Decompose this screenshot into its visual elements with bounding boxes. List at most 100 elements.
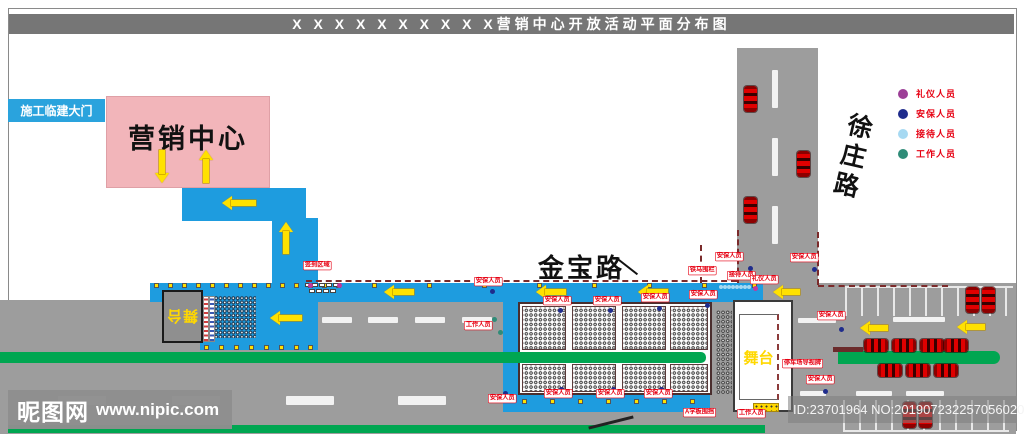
legend-item: 安保人员 [898,108,1018,119]
direction-arrow-left [957,320,985,334]
car-icon [797,151,810,177]
light-marker [294,345,299,350]
seat-block [622,364,666,392]
personnel-tag: 安保人员 [715,252,744,261]
signin-table [319,283,325,287]
light-marker [238,283,243,288]
green-strip-bottom [8,425,765,433]
direction-arrow-up [279,222,293,254]
personnel-tag: 安保人员 [644,389,673,398]
legend-item: 接待人员 [898,128,1018,139]
watermark-url: www.nipic.com [96,399,220,419]
light-marker [662,399,667,404]
road-lane-marking [286,396,334,405]
legend-item: 工作人员 [898,148,1018,159]
seat-block [572,364,616,392]
person-dot [657,306,662,311]
light-marker [224,283,229,288]
personnel-tag: 停车场导视牌 [782,359,823,368]
road-lane-marking [322,317,352,323]
barrier-fence-entrance [700,245,702,283]
construction-gate-label: 施工临建大门 [20,104,93,118]
light-marker [204,345,209,350]
car-icon [744,86,757,112]
personnel-tag: 工作人员 [737,409,766,418]
light-marker [634,399,639,404]
person-dot [839,327,844,332]
personnel-tag: 安保人员 [817,311,846,320]
light-marker [578,399,583,404]
watermark-logo: 昵图网 [17,398,89,425]
direction-arrow-left [222,196,256,210]
staff-bench [753,403,779,412]
car-icon [878,364,902,377]
person-dot [608,308,613,313]
person-dot [498,330,503,335]
direction-arrow-left [638,285,668,299]
road-lane-marking [906,391,944,396]
light-marker [702,283,707,288]
personnel-tag: 安保人员 [474,277,503,286]
person-dot [492,317,497,322]
person-dot [747,285,751,289]
person-dot [753,286,758,291]
direction-arrow-down [155,150,169,183]
car-icon [892,339,916,352]
person-dot [748,266,753,271]
person-dot [723,285,727,289]
light-marker [154,283,159,288]
light-marker [690,399,695,404]
road-lane-marking [772,70,778,108]
light-marker [182,283,187,288]
road-lane-marking [772,206,778,244]
light-marker [264,345,269,350]
road-lane-marking [368,317,398,323]
direction-arrow-up [199,150,213,183]
seat-block [670,306,708,350]
road-lane-marking [462,317,492,323]
car-icon [920,339,944,352]
person-dot [823,389,828,394]
barrier-fence-parking [818,285,948,287]
light-marker [522,399,527,404]
person-dot [727,285,731,289]
personnel-tag: 铁马围栏 [688,266,717,275]
legend-color-dot [898,128,908,139]
person-dot [705,303,710,308]
light-marker [279,345,284,350]
personnel-tag: 礼仪人员 [750,275,779,284]
personnel-tag: A字板围挡 [683,408,717,417]
road-name-jinbao: 金宝路 [538,253,626,283]
legend-label: 安保人员 [916,109,957,119]
person-dot [558,308,563,313]
legend-label: 工作人员 [916,149,957,159]
legend-color-dot [898,108,908,119]
legend-color-dot [898,88,908,99]
seat-block [522,306,566,350]
direction-arrow-left [270,311,302,325]
road-lane-marking [415,317,445,323]
personnel-tag: 安保人员 [641,293,670,302]
marketing-center-building: 营销中心 [106,96,270,188]
stage-side-sign [203,296,209,342]
direction-arrow-left [860,321,888,335]
green-strip-right [838,351,1000,364]
light-marker [249,345,254,350]
light-marker [294,283,299,288]
green-strip-left [0,352,706,363]
light-marker [308,345,313,350]
signin-table [316,289,322,293]
person-dot [719,285,723,289]
personnel-tag: 安保人员 [593,296,622,305]
road-lane-marking [800,391,826,396]
stage-right-label: 舞台 [743,349,774,367]
car-icon [966,287,979,313]
light-marker [592,283,597,288]
stage-left-label: 舞台 [166,307,199,324]
road-lane-marking [893,317,945,322]
signin-table [330,289,336,293]
car-icon [944,339,968,352]
marketing-center-label: 营销中心 [128,124,248,154]
legend-label: 接待人员 [916,129,957,139]
